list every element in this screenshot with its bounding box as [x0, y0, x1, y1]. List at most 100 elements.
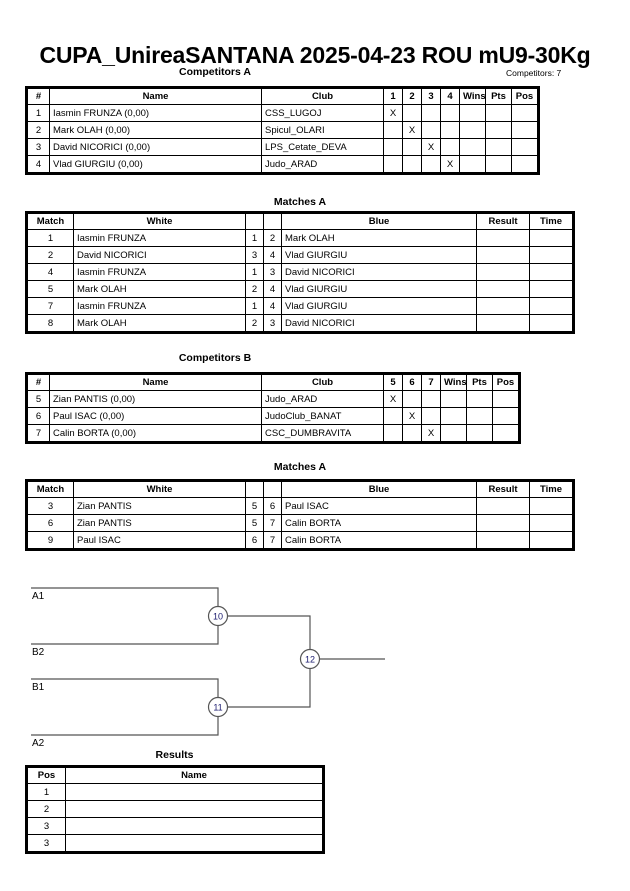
cell-name: Zian PANTIS (0,00) [49, 390, 262, 408]
cell-mark [421, 390, 441, 408]
cell-mark [440, 138, 460, 156]
cell-white-seed: 6 [245, 531, 264, 549]
cell-club: LPS_Cetate_DEVA [261, 138, 384, 156]
cell-mark: X [383, 390, 403, 408]
cell-result [476, 514, 530, 532]
table-row: 2 [27, 800, 323, 818]
col-blue-num [263, 481, 282, 498]
col-opp-7: 7 [421, 374, 441, 391]
cell-name: Mark OLAH (0,00) [49, 121, 262, 139]
cell-blue-seed: 6 [263, 497, 282, 515]
col-opp-5: 5 [383, 374, 403, 391]
cell-pos [492, 407, 519, 425]
table-header-row: # Name Club 1 2 3 4 Wins Pts Pos [27, 88, 538, 105]
cell-time [529, 497, 573, 515]
cell-mark [440, 121, 460, 139]
table-header-row: Match White Blue Result Time [27, 213, 573, 230]
bracket-node-11-circle [207, 696, 229, 718]
col-blue: Blue [281, 213, 477, 230]
bracket-node-10-label: 10 [213, 612, 223, 622]
cell-wins [459, 104, 486, 122]
cell-num: 2 [27, 121, 50, 139]
cell-wins [459, 121, 486, 139]
col-pos: Pos [492, 374, 519, 391]
cell-mark [421, 121, 441, 139]
col-blue: Blue [281, 481, 477, 498]
col-opp-2: 2 [402, 88, 422, 105]
cell-result [476, 531, 530, 549]
col-result: Result [476, 481, 530, 498]
col-name: Name [65, 767, 323, 784]
cell-result [476, 263, 530, 281]
cell-mark [421, 104, 441, 122]
cell-white-seed: 1 [245, 263, 264, 281]
cell-blue-name: Vlad GIURGIU [281, 297, 477, 315]
cell-match-number: 8 [27, 314, 74, 332]
cell-blue-name: Calin BORTA [281, 514, 477, 532]
cell-winner-name [65, 783, 323, 801]
cell-position: 1 [27, 783, 66, 801]
cell-white-name: Zian PANTIS [73, 497, 246, 515]
cell-pos [492, 390, 519, 408]
cell-white-seed: 5 [245, 514, 264, 532]
bracket-seed-b2: B2 [32, 647, 45, 658]
cell-white-name: Paul ISAC [73, 531, 246, 549]
bracket-seed-a1: A1 [32, 591, 45, 602]
cell-white-name: Mark OLAH [73, 280, 246, 298]
bracket-line-node10-out [228, 615, 311, 649]
cell-pos [511, 104, 538, 122]
cell-white-name: Iasmin FRUNZA [73, 297, 246, 315]
cell-white-seed: 2 [245, 280, 264, 298]
col-pts: Pts [466, 374, 493, 391]
col-club: Club [261, 374, 384, 391]
cell-blue-seed: 4 [263, 297, 282, 315]
cell-white-name: Iasmin FRUNZA [73, 229, 246, 247]
cell-mark: X [383, 104, 403, 122]
col-wins: Wins [459, 88, 486, 105]
cell-mark [383, 138, 403, 156]
bracket-line-b1 [31, 678, 219, 697]
col-club: Club [261, 88, 384, 105]
cell-club: Spicul_OLARI [261, 121, 384, 139]
cell-match-number: 1 [27, 229, 74, 247]
col-blue-num [263, 213, 282, 230]
col-num: # [27, 88, 50, 105]
cell-time [529, 297, 573, 315]
table-row: 3 [27, 817, 323, 835]
cell-mark [402, 390, 422, 408]
col-white-num [245, 213, 264, 230]
bracket-line-a2 [31, 717, 219, 736]
cell-pts [485, 138, 512, 156]
cell-match-number: 6 [27, 514, 74, 532]
cell-pts [485, 121, 512, 139]
cell-mark [402, 104, 422, 122]
col-name: Name [49, 88, 262, 105]
cell-time [529, 531, 573, 549]
cell-match-number: 9 [27, 531, 74, 549]
cell-time [529, 514, 573, 532]
table-header-row: Pos Name [27, 767, 323, 784]
col-wins: Wins [440, 374, 467, 391]
cell-pos [511, 138, 538, 156]
cell-wins [459, 155, 486, 173]
col-pos: Pos [27, 767, 66, 784]
col-name: Name [49, 374, 262, 391]
bracket-seed-b1: B1 [32, 682, 45, 693]
cell-mark [383, 121, 403, 139]
col-opp-4: 4 [440, 88, 460, 105]
bracket-node-12-circle [299, 648, 321, 670]
cell-name: David NICORICI (0,00) [49, 138, 262, 156]
cell-blue-seed: 4 [263, 246, 282, 264]
cell-blue-name: David NICORICI [281, 263, 477, 281]
